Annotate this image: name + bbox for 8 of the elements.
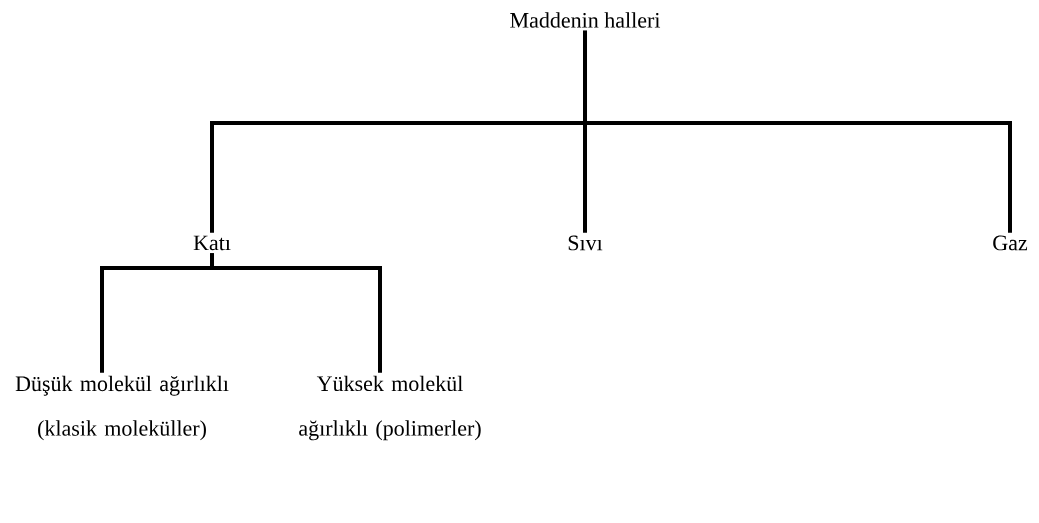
node-label: Gaz [993, 235, 1028, 251]
node-label: Sıvı [568, 235, 603, 251]
connector-line [583, 30, 1012, 233]
node-label: Maddenin halleri [510, 12, 661, 28]
node-label: Yüksek molekül ağırlıklı (polimerler) [299, 375, 481, 441]
node-label: Katı [193, 235, 231, 251]
node-label: Düşük molekül ağırlıklı (klasik moleküller) [15, 375, 229, 441]
connector-line [210, 253, 382, 373]
